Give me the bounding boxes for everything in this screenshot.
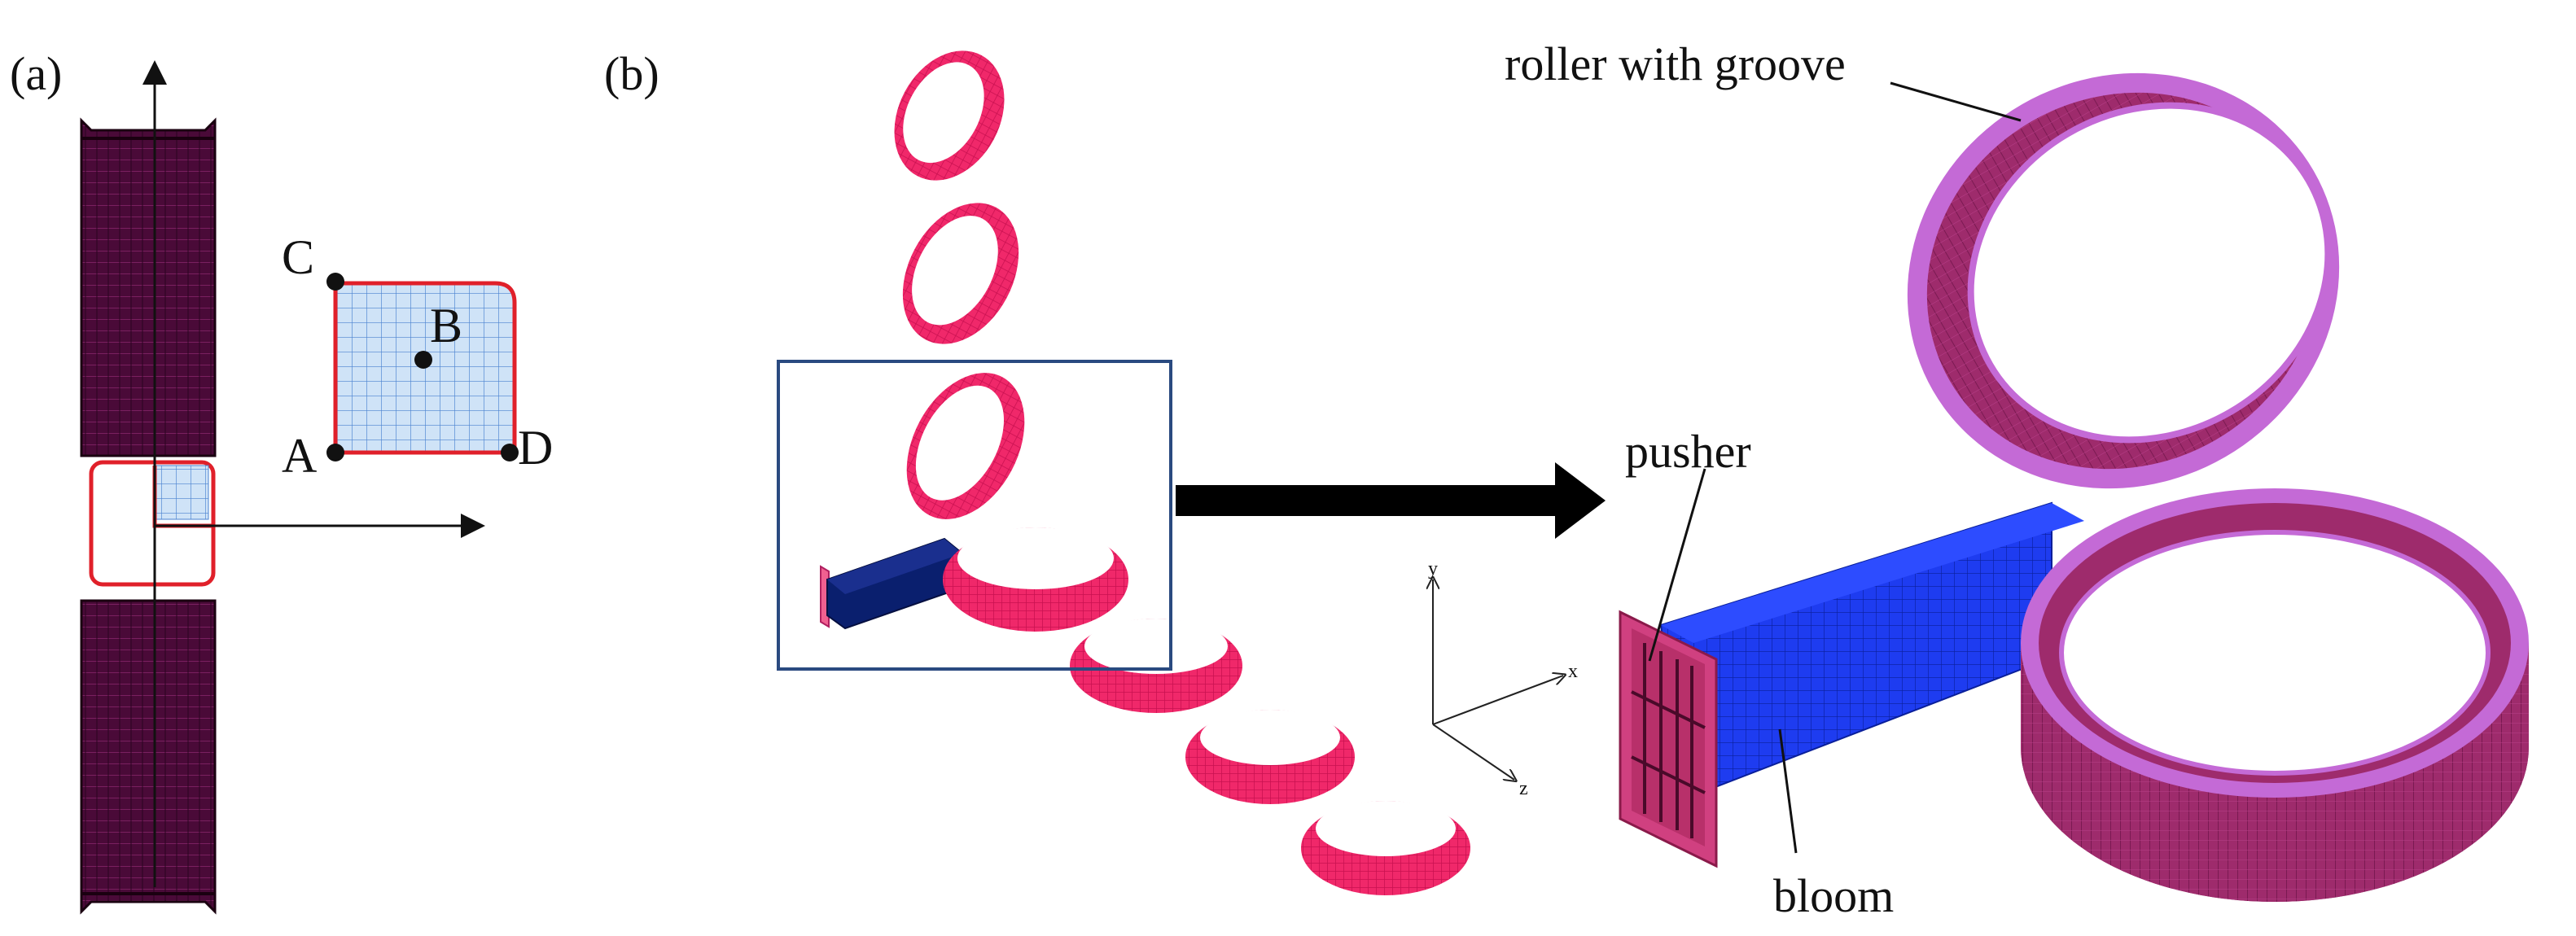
pusher: [1619, 610, 1718, 868]
bloom-leader-line: [1778, 728, 1798, 854]
roller-with-groove-upper: [1907, 72, 2340, 489]
zoom-arrow: [1176, 462, 1606, 539]
bloom-label: bloom: [1773, 869, 1894, 922]
horizontal-roller-1: [943, 527, 1128, 632]
horizontal-roller-2: [1070, 619, 1242, 713]
panel-b-label: (b): [604, 47, 659, 100]
point-c-label: C: [282, 230, 314, 284]
vertical-roller-1: [894, 50, 1005, 181]
point-c-marker: [326, 273, 344, 291]
coordinate-triad: [1433, 580, 1563, 780]
point-a-marker: [326, 444, 344, 461]
vertical-roller-3: [906, 373, 1025, 519]
upper-roller: [80, 117, 217, 457]
y-axis-label: y: [1428, 558, 1438, 580]
roller-leader-line: [1890, 81, 2022, 122]
horizontal-roller-3: [1185, 710, 1355, 804]
point-d-marker: [501, 444, 519, 461]
pusher-label: pusher: [1625, 425, 1751, 478]
x-axis-label: x: [1568, 661, 1578, 682]
small-bloom: [826, 537, 963, 630]
quarter-mesh: [154, 465, 209, 520]
panel-b: (b): [604, 37, 2529, 922]
pusher-leader-line: [1648, 468, 1706, 662]
z-axis-label: z: [1519, 778, 1528, 799]
vertical-roller-2: [902, 203, 1019, 344]
point-b-label: B: [430, 299, 462, 352]
roller-label: roller with groove: [1505, 37, 1846, 90]
panel-a: (a) C B A D: [10, 47, 553, 915]
roller-with-groove-lower: [2021, 488, 2529, 902]
point-a-label: A: [282, 429, 317, 483]
zoom-frame: [777, 360, 1172, 671]
point-b-marker: [414, 351, 432, 369]
panel-a-label: (a): [10, 47, 62, 100]
point-d-label: D: [518, 421, 553, 475]
lower-roller: [80, 599, 217, 915]
horizontal-roller-4: [1301, 801, 1470, 895]
